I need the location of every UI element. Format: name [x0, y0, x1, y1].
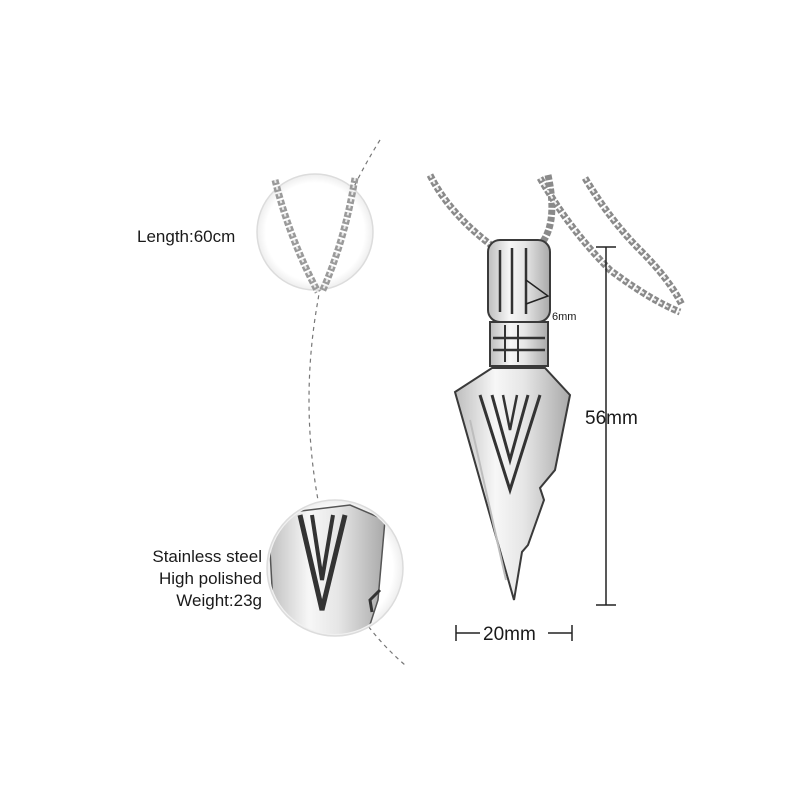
weight-label: Weight:23g	[176, 591, 262, 610]
height-dimension-line	[596, 246, 616, 606]
bail-dimension-marker	[525, 279, 550, 305]
width-dimension-label: 20mm	[483, 624, 536, 645]
height-dimension-label: 56mm	[585, 408, 638, 429]
material-label: Stainless steel	[152, 547, 262, 566]
width-dimension-line	[455, 625, 573, 641]
arrowhead-pendant	[453, 239, 572, 601]
material-spec-block: Stainless steel High polished Weight:23g	[120, 546, 262, 612]
pendant-closeup-circle	[266, 499, 404, 637]
chain-length-label: Length:60cm	[137, 227, 236, 246]
finish-label: High polished	[158, 569, 262, 588]
bail-dimension-label: 6mm	[552, 311, 577, 323]
necklace-chain	[426, 173, 686, 316]
chain-closeup-circle	[256, 173, 374, 294]
